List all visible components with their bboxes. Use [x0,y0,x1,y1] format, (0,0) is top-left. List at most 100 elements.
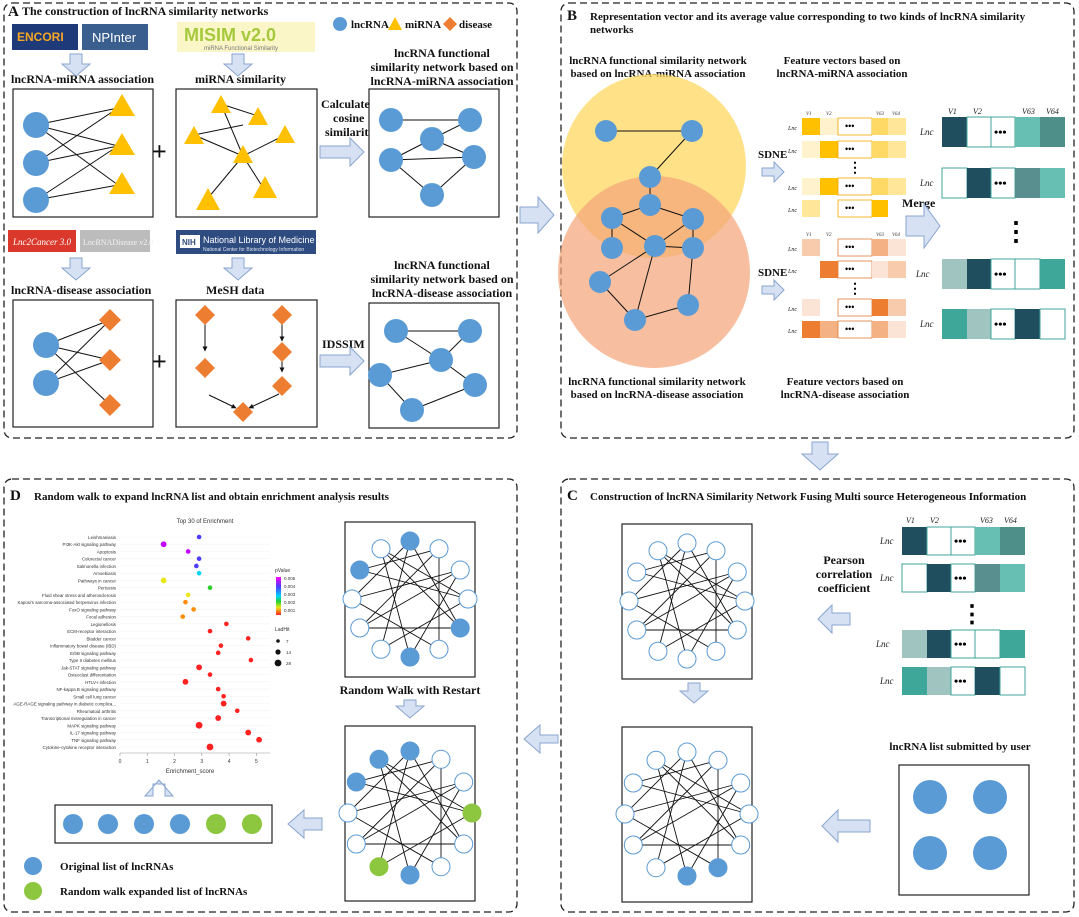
svg-text:•••: ••• [954,534,967,548]
chart-point [160,577,167,584]
net-top-label-2: based on lncRNA-miRNA association [570,68,745,80]
network-node [677,649,697,669]
svg-text:ENCORI: ENCORI [17,30,64,44]
chart-category-label: Fluid shear stress and atherosclerosis [42,593,117,598]
chart-category-label: Type II diabetes mellitus [69,658,117,663]
right-arrow-cosine [319,136,365,168]
network-edge [347,750,411,814]
network-edge [657,542,688,652]
down-arrow-a3 [60,257,92,281]
size-legend-dot [274,659,282,667]
net-top-label-1: lncRNA functional similarity network [569,55,747,67]
legend-original-circle [24,857,42,875]
pvalue-legend-tick: 0.003 [284,592,296,597]
svg-text:Lnc2Cancer 3.0: Lnc2Cancer 3.0 [12,237,71,247]
svg-text:•••: ••• [845,302,854,312]
lnc2cancer-logo: Lnc2Cancer 3.0 [8,230,76,252]
network-edge [636,571,738,631]
chart-point [215,715,222,721]
net2-label-2: similarity network based on [370,272,513,286]
size-legend-dot [275,649,281,655]
network-node [708,750,728,770]
network-node [627,562,647,582]
network-node [735,591,755,611]
network-edge [655,813,750,869]
size-legend-label: 28 [286,661,292,666]
lnc-disease-similarity-network [368,302,500,429]
lnc-disease-network [12,299,154,428]
chart-point [245,729,252,736]
network-node [346,772,366,792]
legend-mirna-triangle [388,17,402,30]
network-edge [657,600,746,652]
svg-text:V64: V64 [1046,107,1059,116]
panel-d-title: Random walk to expand lncRNA list and ob… [34,491,390,503]
svg-text:V63: V63 [1022,107,1035,116]
panel-d-border [3,478,518,913]
svg-text:⋮: ⋮ [1003,217,1029,246]
feature-vectors-disease: V1 V2 V63 V64 ••• ••• ⋮ ••• ••• LncLncLn… [787,233,906,339]
sdne-label-top: SDNE [758,149,787,161]
network-node [646,858,666,878]
lncrnadisease-logo: LncRNADisease v2.0 [80,230,153,252]
chart-category-label: Leishmaniasis [88,535,117,540]
similarity-network-original [342,521,478,678]
rwr-label: Random Walk with Restart [340,683,481,697]
svg-text:V63: V63 [876,112,885,117]
chart-point [182,678,189,685]
chart-category-label: Bladder cancer [86,636,116,641]
network-edge [624,782,741,815]
panel-a-letter: A [8,4,19,20]
network-node [369,857,389,877]
network-edge [628,542,688,602]
merge-label: Merge [902,196,936,210]
svg-text:V63: V63 [876,233,885,238]
svg-text:V64: V64 [1004,516,1017,525]
svg-text:Lnc: Lnc [879,536,894,546]
feat-bot-label-2: lncRNA-disease association [781,389,910,401]
network-edge [380,548,469,600]
chart-point [194,563,199,569]
encori-logo: ENCORI [12,24,78,50]
npinter-logo: NPInter [82,24,148,50]
sdne-arrow-top [761,160,785,184]
net-bot-label-1: lncRNA functional similarity network [568,376,746,388]
down-arrow-a4 [222,257,254,281]
chart-category-label: Inflammatory bowel disease (IBD) [50,644,116,649]
pvalue-legend-tick: 0.004 [284,584,296,589]
chart-x-tick-label: 4 [228,759,231,765]
chart-category-label: IL-17 signaling pathway [70,731,117,736]
svg-text:MISIM v2.0: MISIM v2.0 [184,25,276,45]
chart-point [183,599,188,605]
chart-point [185,549,191,554]
nih-logo: NIH National Library of Medicine Nationa… [176,230,316,254]
svg-text:V1: V1 [806,233,812,238]
chart-category-label: FoxO signaling pathway [69,607,117,612]
svg-text:Lnc: Lnc [919,178,934,188]
network-edge [380,598,469,650]
rwr-down-arrow [394,699,426,719]
pearson-arrow [817,603,851,635]
legend-expanded-label: Random walk expanded list of lncRNAs [60,886,248,898]
svg-text:•••: ••• [994,267,1007,281]
network-edge [378,758,465,845]
network-edge [347,781,464,814]
network-edge [632,759,719,846]
chart-point [185,592,191,598]
user-list-label: lncRNA list submitted by user [889,741,1030,753]
lnc-mirna-label: lncRNA-miRNA association [11,72,154,86]
misim-logo: MISIM v2.0 miRNA Functional Similarity [177,22,315,52]
chart-point [196,664,202,671]
network-node [350,560,370,580]
network-edge [624,813,719,869]
svg-text:Lnc: Lnc [915,269,930,279]
chart-category-label: Amoebiasis [93,571,116,576]
network-node [731,773,751,793]
network-node [462,803,482,823]
network-edge [636,571,746,602]
expanded-lncrna-list [54,804,273,844]
legend-original-label: Original list of lncRNAs [60,861,174,873]
legend-mirna-label: miRNA [405,19,441,31]
